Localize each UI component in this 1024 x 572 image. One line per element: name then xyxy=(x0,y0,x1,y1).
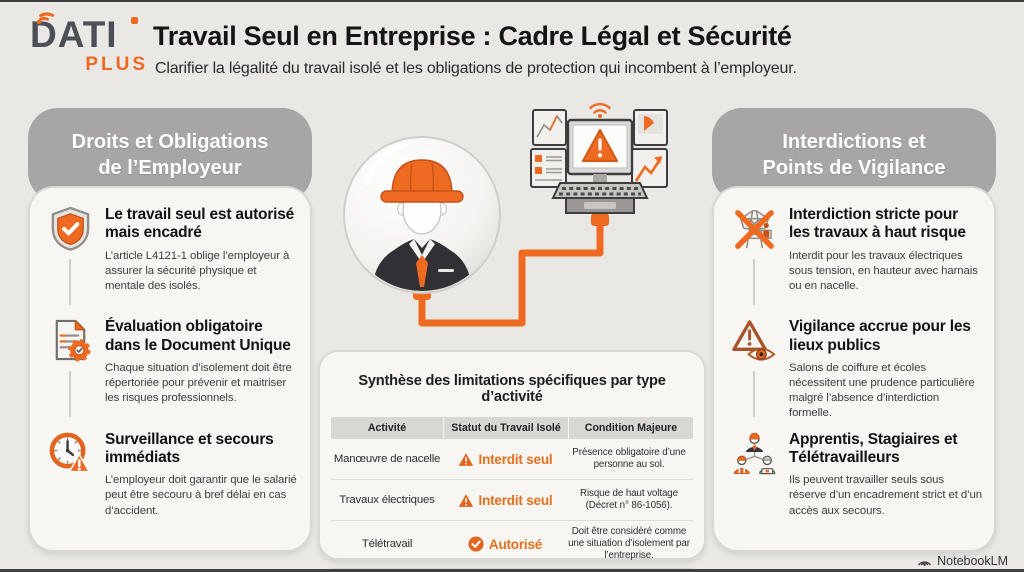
table-row-teletravail: Télétravail Autorisé Doit être considéré… xyxy=(331,521,693,569)
shield-check-icon xyxy=(51,206,89,251)
warning-triangle-icon xyxy=(458,493,473,507)
warning-triangle-icon xyxy=(581,128,619,163)
table-title: Synthèse des limitations spécifiques par… xyxy=(358,373,666,405)
page-subtitle: Clarifier la légalité du travail isolé e… xyxy=(155,60,797,77)
wifi-signal-icon xyxy=(589,103,611,118)
notebooklm-icon xyxy=(918,561,932,566)
status-cell: Autorisé xyxy=(443,536,567,552)
bottom-edge-strip xyxy=(0,569,1024,572)
item-body: Salons de coiffure et écoles nécessitent… xyxy=(789,361,975,420)
left-panel-card: Le travail seul est autorisé mais encadr… xyxy=(28,186,312,552)
item-title: Interdiction stricte pour les travaux à … xyxy=(789,206,966,242)
panel-item-vigilance: Vigilance accrue pour les lieux publics … xyxy=(728,317,982,429)
item-title: Surveillance et secours immédiats xyxy=(105,430,274,466)
pylon-cross-icon xyxy=(734,210,774,249)
panel-item-travail-seul: Le travail seul est autorisé mais encadr… xyxy=(44,205,298,317)
notebooklm-label: NotebookLM xyxy=(937,553,1008,568)
table-row-electriques: Travaux électriques Interdit seul Risque… xyxy=(331,480,693,521)
logo-text: DATI xyxy=(30,14,118,55)
status-label: Interdit seul xyxy=(478,492,553,508)
logo-wordmark: DATI xyxy=(30,12,148,55)
item-title: Vigilance accrue pour les lieux publics xyxy=(789,318,971,354)
activity-cell: Télétravail xyxy=(361,538,413,551)
limitations-table-card: Synthèse des limitations spécifiques par… xyxy=(318,350,706,569)
item-body: Interdit pour les travaux électriques so… xyxy=(789,249,978,292)
hard-hat xyxy=(380,159,464,203)
panel-item-surveillance: Surveillance et secours immédiats L’empl… xyxy=(44,430,298,542)
worker-avatar xyxy=(372,159,472,291)
item-body: L’employeur doit garantir que le salarié… xyxy=(105,474,297,517)
table-header-activity: Activité xyxy=(331,417,443,439)
item-title: Évaluation obligatoire dans le Document … xyxy=(105,318,291,354)
page-title: Travail Seul en Entreprise : Cadre Légal… xyxy=(153,21,792,51)
logo-orange-dot xyxy=(131,17,138,24)
eye-warning-icon xyxy=(731,320,776,361)
connector-line xyxy=(68,371,72,418)
table-header-status: Statut du Travail Isolé xyxy=(444,417,568,439)
panel-item-interdiction: Interdiction stricte pour les travaux à … xyxy=(728,205,982,317)
worker-bubble xyxy=(343,136,501,294)
item-body: Ils peuvent travailler seuls sous réserv… xyxy=(789,474,983,517)
activity-cell: Manœuvre de nacelle xyxy=(333,453,441,465)
right-panel-title: Interdictions et Points de Vigilance xyxy=(762,130,946,179)
center-illustration xyxy=(343,103,668,327)
warning-triangle-icon xyxy=(458,452,473,466)
item-body: Chaque situation d’isolement doit être r… xyxy=(105,361,292,405)
dati-plus-logo: DATI PLUS xyxy=(30,12,148,76)
top-edge-strip xyxy=(0,0,1024,2)
wifi-signal-icon xyxy=(36,12,55,25)
check-circle-icon xyxy=(468,536,484,552)
status-cell: Interdit seul xyxy=(443,452,567,467)
connector-line xyxy=(752,259,756,305)
workers-group-icon xyxy=(733,432,775,474)
right-panel-card: Interdiction stricte pour les travaux à … xyxy=(712,186,996,552)
condition-cell: Présence obligatoire d’une personne au s… xyxy=(572,446,686,470)
status-label: Interdit seul xyxy=(478,451,553,467)
table-header-condition: Condition Majeure xyxy=(569,417,693,439)
item-title: Le travail seul est autorisé mais encadr… xyxy=(105,206,295,242)
notebooklm-watermark: NotebookLM xyxy=(917,553,1008,568)
activity-cell: Travaux électriques xyxy=(339,494,435,506)
table-row-nacelle: Manœuvre de nacelle Interdit seul Présen… xyxy=(331,439,693,480)
left-panel-title: Droits et Obligations de l’Employeur xyxy=(71,130,269,179)
connector-line xyxy=(752,371,756,418)
document-gear-icon xyxy=(55,320,91,362)
condition-cell: Doit être considéré comme une situation … xyxy=(568,526,690,562)
monitor-station xyxy=(530,103,668,214)
connector-line xyxy=(68,259,72,305)
status-label: Autorisé xyxy=(488,536,543,552)
status-cell: Interdit seul xyxy=(443,493,567,508)
logo-sub-text: PLUS xyxy=(85,54,148,75)
table-header-row: Activité Statut du Travail Isolé Conditi… xyxy=(331,417,693,439)
panel-item-evaluation: Évaluation obligatoire dans le Document … xyxy=(44,317,298,429)
condition-cell: Risque de haut voltage (Décret n° 86-105… xyxy=(579,487,679,511)
clock-alert-icon xyxy=(49,432,90,473)
panel-item-apprentis: Apprentis, Stagiaires et Télétravailleur… xyxy=(728,430,982,542)
item-title: Apprentis, Stagiaires et Télétravailleur… xyxy=(789,430,958,466)
item-body: L’article L4121-1 oblige l’employeur à a… xyxy=(105,249,290,292)
